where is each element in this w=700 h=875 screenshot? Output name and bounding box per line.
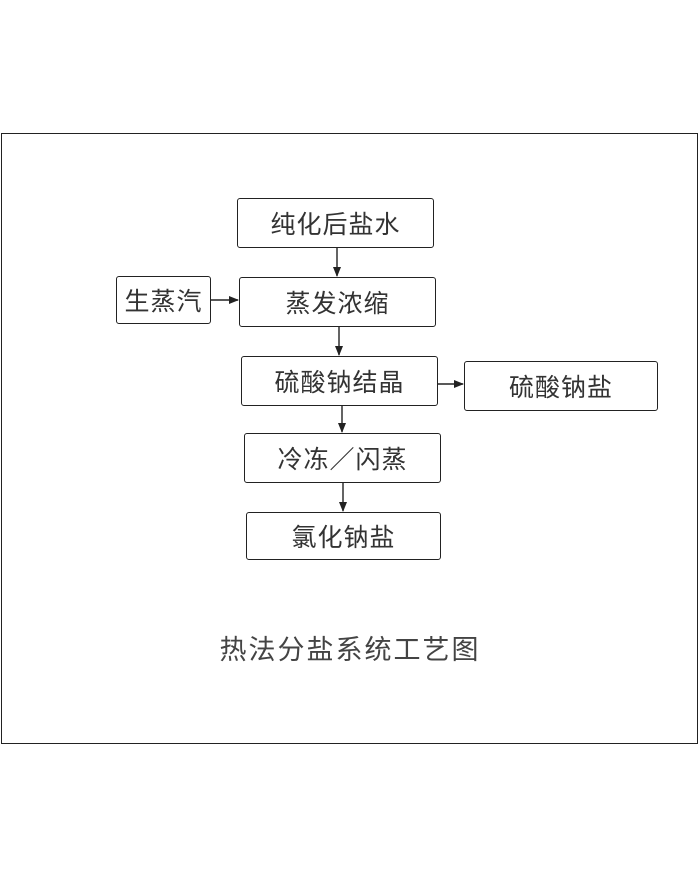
node-freeze-flash: 冷冻／闪蒸: [244, 433, 441, 483]
node-sulfate-crystallization: 硫酸钠结晶: [241, 356, 438, 406]
diagram-frame: [1, 133, 698, 744]
node-label: 冷冻／闪蒸: [277, 445, 408, 474]
node-label: 硫酸钠盐: [508, 373, 613, 402]
node-label: 纯化后盐水: [270, 210, 401, 239]
diagram-caption: 热法分盐系统工艺图: [219, 635, 481, 666]
node-purified-brine: 纯化后盐水: [237, 198, 434, 248]
node-label: 硫酸钠结晶: [274, 368, 405, 397]
node-label: 生蒸汽: [124, 287, 203, 316]
node-evaporation: 蒸发浓缩: [239, 277, 436, 327]
node-raw-steam: 生蒸汽: [116, 276, 211, 324]
node-sodium-sulfate-salt: 硫酸钠盐: [464, 361, 658, 411]
node-label: 蒸发浓缩: [285, 289, 390, 318]
node-sodium-chloride-salt: 氯化钠盐: [246, 512, 441, 560]
node-label: 氯化钠盐: [291, 523, 396, 552]
